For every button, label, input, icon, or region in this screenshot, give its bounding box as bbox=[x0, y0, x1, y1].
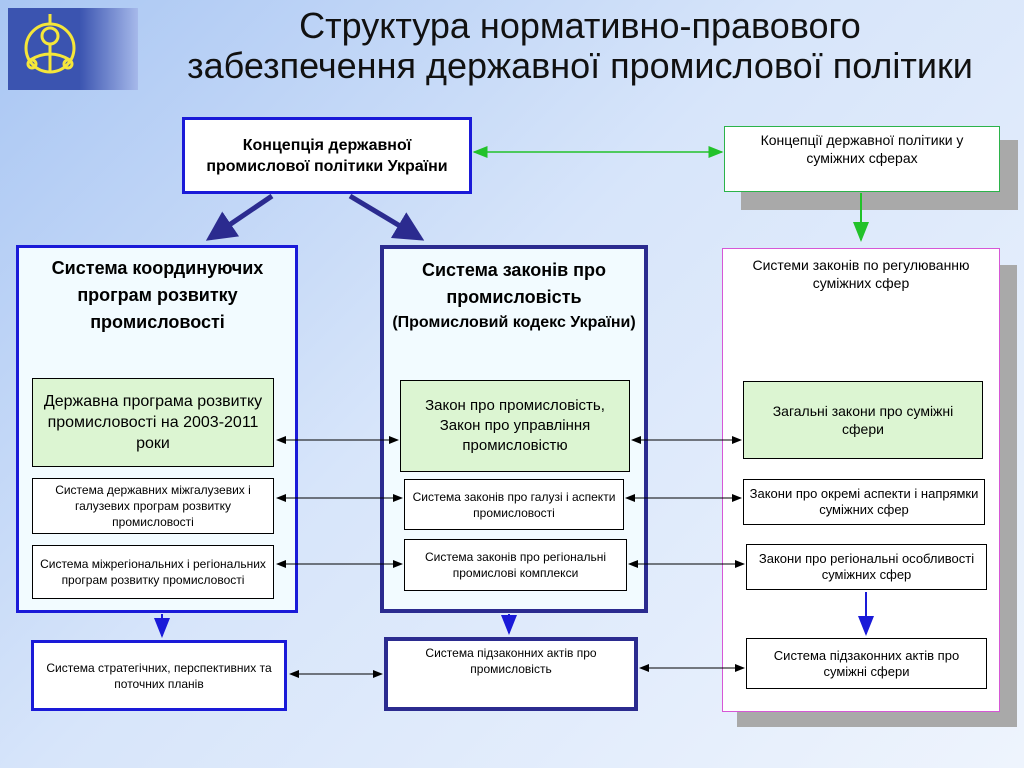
right-item-1: Загальні закони про суміжні сфери bbox=[743, 381, 983, 459]
left-item-1-text: Державна програма розвитку промисловості… bbox=[43, 393, 263, 452]
middle-panel-heading: Система законів про промисловість bbox=[421, 260, 607, 307]
middle-item-1-text: Закон про промисловість, Закон про управ… bbox=[425, 397, 605, 454]
left-item-3-text: Система міжрегіональних і регіональних п… bbox=[40, 557, 266, 587]
middle-item-2-text: Система законів про галузі і аспекти про… bbox=[412, 489, 616, 520]
right-item-2-text: Закони про окремі аспекти і напрямки сум… bbox=[749, 486, 979, 517]
navy-arrow-middle bbox=[348, 193, 425, 241]
middle-item-2: Система законів про галузі і аспекти про… bbox=[404, 479, 624, 530]
left-bottom-box: Система стратегічних, перспективних та п… bbox=[31, 640, 287, 711]
top-concept-text: Концепція державної промислової політики… bbox=[206, 136, 448, 175]
right-item-2: Закони про окремі аспекти і напрямки сум… bbox=[743, 479, 985, 525]
right-bottom-box: Система підзаконних актів про суміжні сф… bbox=[746, 638, 987, 689]
left-item-1: Державна програма розвитку промисловості… bbox=[32, 378, 274, 467]
left-bottom-text: Система стратегічних, перспективних та п… bbox=[46, 660, 272, 691]
emblem-icon bbox=[24, 14, 76, 74]
left-item-2-text: Система державних міжгалузевих і галузев… bbox=[55, 483, 251, 529]
related-concept-text: Концепції державної політики у суміжних … bbox=[760, 132, 964, 166]
right-bottom-text: Система підзаконних актів про суміжні сф… bbox=[773, 647, 960, 679]
right-item-3: Закони про регіональні особливості суміж… bbox=[746, 544, 987, 590]
navy-arrow-left bbox=[205, 193, 274, 241]
middle-panel-subheading: (Промисловий кодекс України) bbox=[392, 314, 636, 331]
title-line-2: забезпечення державної промислової політ… bbox=[187, 45, 973, 86]
middle-bottom-text: Система підзаконних актів про промислові… bbox=[425, 646, 597, 676]
related-concept-box: Концепції державної політики у суміжних … bbox=[724, 126, 1000, 192]
left-panel-heading: Система координуючих програм розвитку пр… bbox=[51, 258, 264, 332]
left-item-2: Система державних міжгалузевих і галузев… bbox=[32, 478, 274, 534]
logo bbox=[8, 8, 138, 90]
title-line-1: Структура нормативно-правового bbox=[299, 5, 861, 46]
middle-item-3: Система законів про регіональні промисло… bbox=[404, 539, 627, 591]
right-item-3-text: Закони про регіональні особливості суміж… bbox=[758, 551, 975, 582]
right-item-1-text: Загальні закони про суміжні сфери bbox=[772, 403, 954, 437]
left-item-3: Система міжрегіональних і регіональних п… bbox=[32, 545, 274, 599]
middle-bottom-box: Система підзаконних актів про промислові… bbox=[384, 637, 638, 711]
right-panel-heading: Системи законів по регулюванню суміжних … bbox=[752, 257, 970, 291]
middle-item-1: Закон про промисловість, Закон про управ… bbox=[400, 380, 630, 472]
top-concept-box: Концепція державної промислової політики… bbox=[182, 117, 472, 194]
middle-item-3-text: Система законів про регіональні промисло… bbox=[425, 550, 606, 580]
page-title: Структура нормативно-правового забезпече… bbox=[140, 6, 1020, 86]
